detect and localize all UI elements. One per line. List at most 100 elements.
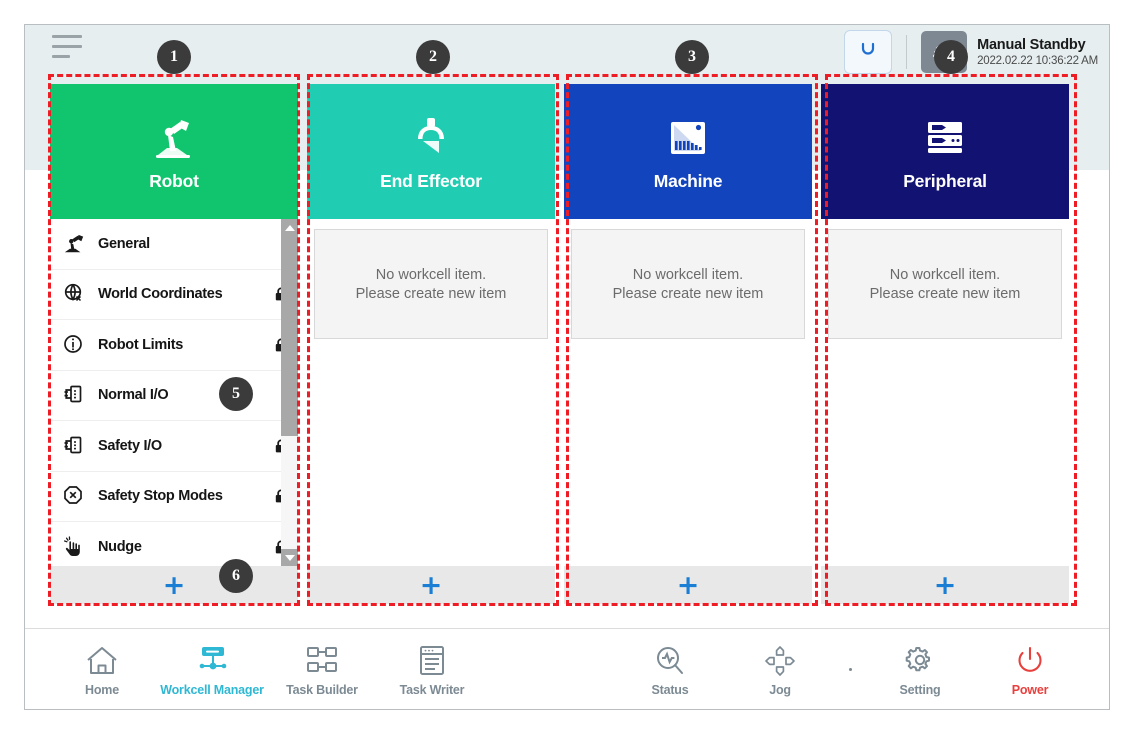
list-item-label: General [98,235,150,252]
nav-item-jog[interactable]: Jog [725,641,835,697]
workcell-manager-icon [193,641,231,677]
list-item-normal-io[interactable]: Normal I/O [50,370,298,421]
nav-label: Task Builder [286,683,358,697]
mode-status-text: Manual Standby 2022.02.22 10:36:22 AM [977,36,1098,69]
home-icon [85,641,119,677]
annotation-badge-4: 4 [934,40,968,74]
hamburger-menu-icon[interactable] [52,35,86,65]
annotation-badge-2: 2 [416,40,450,74]
gripper-icon [409,111,453,165]
column-robot: Robot Genera [50,84,298,604]
status-monitor-icon [653,641,687,677]
plus-icon: + [676,569,700,601]
list-item-label: World Coordinates [98,286,223,303]
empty-line-1: No workcell item. [632,266,744,283]
robot-arm-icon [59,229,89,259]
nav-label: Setting [899,683,941,697]
gear-icon [903,641,937,677]
nav-item-workcell-manager[interactable]: Workcell Manager [157,641,267,697]
column-end-effector: End Effector No workcell item. Please cr… [307,84,555,604]
list-item-label: Safety Stop Modes [98,488,223,505]
column-header-end-effector[interactable]: End Effector [307,84,555,219]
list-item-robot-limits[interactable]: Robot Limits [50,320,298,371]
column-header-peripheral[interactable]: Peripheral [821,84,1069,219]
add-robot-button[interactable]: + [50,566,298,604]
list-item-label: Safety I/O [98,437,162,454]
empty-line-1: No workcell item. [889,266,1001,283]
nav-item-home[interactable]: Home [47,641,157,697]
column-header-robot[interactable]: Robot [50,84,298,219]
column-title-peripheral: Peripheral [903,171,987,191]
annotation-badge-3: 3 [675,40,709,74]
column-body-end-effector: No workcell item. Please create new item [307,219,555,566]
stop-octagon-icon [59,481,89,511]
header-status-cluster: Manual Standby 2022.02.22 10:36:22 AM [844,28,1098,76]
mode-status-time: 2022.02.22 10:36:22 AM [977,54,1098,67]
robot-arm-icon [148,111,200,165]
add-machine-button[interactable]: + [564,566,812,604]
empty-state-card: No workcell item. Please create new item [571,229,805,339]
nav-item-task-builder[interactable]: Task Builder [267,641,377,697]
column-body-robot: General World Coordinates [50,219,298,566]
column-body-peripheral: No workcell item. Please create new item [821,219,1069,566]
robot-settings-list: General World Coordinates [50,219,298,566]
jog-dpad-icon [762,641,798,677]
header-divider [906,35,908,69]
list-item-nudge[interactable]: Nudge [50,522,298,566]
mode-status-title: Manual Standby [977,36,1086,53]
nav-left-group: Home Workcell Manager [47,641,487,697]
task-writer-icon [417,641,447,677]
nav-label: Workcell Manager [160,683,264,697]
nav-label: Home [85,683,119,697]
task-builder-icon [304,641,340,677]
nav-item-setting[interactable]: Setting [865,641,975,697]
io-port-icon [59,380,89,410]
reset-circle-icon[interactable] [844,30,893,74]
empty-state-card: No workcell item. Please create new item [314,229,548,339]
power-icon [1014,641,1046,677]
column-header-machine[interactable]: Machine [564,84,812,219]
scroll-down-arrow-icon[interactable] [281,549,298,566]
scrollbar-thumb[interactable] [281,236,298,436]
list-scrollbar[interactable] [281,219,298,566]
column-title-machine: Machine [653,171,723,191]
nav-label: Jog [769,683,791,697]
machine-icon [665,111,711,165]
column-title-robot: Robot [149,171,199,191]
nav-separator-dot [835,641,865,697]
workcell-columns: Robot Genera [50,84,1082,604]
nav-right-group: Status Jog [615,641,1085,697]
list-item-safety-io[interactable]: Safety I/O [50,421,298,472]
list-item-label: Robot Limits [98,336,184,353]
limits-circle-icon [59,330,89,360]
peripheral-server-icon [920,111,970,165]
scroll-up-arrow-icon[interactable] [281,219,298,236]
plus-icon: + [933,569,957,601]
annotation-badge-5: 5 [219,377,253,411]
add-peripheral-button[interactable]: + [821,566,1069,604]
plus-icon: + [419,569,443,601]
io-port-icon [59,431,89,461]
nav-label: Task Writer [399,683,465,697]
list-item-world-coordinates[interactable]: World Coordinates [50,269,298,320]
column-body-machine: No workcell item. Please create new item [564,219,812,566]
column-title-end-effector: End Effector [380,171,482,191]
empty-line-2: Please create new item [869,285,1021,302]
bottom-navigation-bar: Home Workcell Manager [25,628,1109,709]
add-end-effector-button[interactable]: + [307,566,555,604]
nav-item-task-writer[interactable]: Task Writer [377,641,487,697]
annotation-badge-1: 1 [157,40,191,74]
list-item-label: Nudge [98,538,142,555]
nav-label: Power [1011,683,1049,697]
column-peripheral: Peripheral No workcell item. Please crea… [821,84,1069,604]
list-item-safety-stop-modes[interactable]: Safety Stop Modes [50,471,298,522]
column-machine: Machine No workcell item. Please create … [564,84,812,604]
nav-item-power[interactable]: Power [975,641,1085,697]
list-item-general[interactable]: General [50,219,298,270]
empty-line-2: Please create new item [355,285,507,302]
globe-coordinates-icon [59,279,89,309]
nav-item-status[interactable]: Status [615,641,725,697]
empty-state-card: No workcell item. Please create new item [828,229,1062,339]
plus-icon: + [162,569,186,601]
